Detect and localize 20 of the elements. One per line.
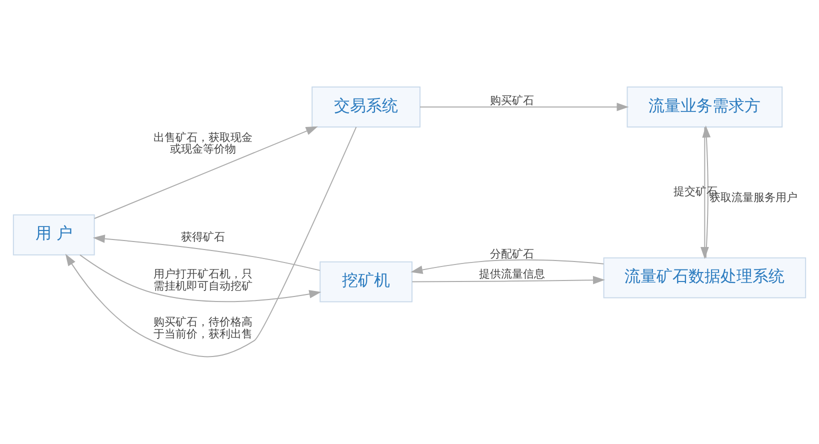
node-box: 交易系统 bbox=[312, 86, 420, 128]
edge-label: 分配矿石 bbox=[490, 248, 534, 261]
node-box: 流量矿石数据处理系统 bbox=[603, 257, 806, 298]
arrow bbox=[65, 126, 357, 358]
arrow bbox=[94, 126, 318, 219]
edge-label: 购买矿石 bbox=[490, 94, 534, 107]
arrow bbox=[412, 276, 606, 284]
node-box: 用 户 bbox=[12, 214, 95, 256]
edge-label: 获得矿石 bbox=[181, 230, 226, 244]
edge-label: 提供流量信息 bbox=[478, 268, 545, 281]
edge-label: 用户打开矿石机，只需挂机即可自动挖矿 bbox=[154, 268, 253, 293]
arrow bbox=[410, 259, 604, 274]
arrow bbox=[420, 102, 629, 112]
arrow bbox=[79, 254, 322, 302]
arrow bbox=[700, 126, 709, 260]
arrow bbox=[92, 234, 320, 271]
node-box: 挖矿机 bbox=[320, 261, 412, 302]
edge-label: 购买矿石，待价格高于当前价，获利出售 bbox=[154, 316, 253, 341]
edge-label: 出售矿石，获取现金或现金等价物 bbox=[154, 130, 253, 156]
node-box: 流量业务需求方 bbox=[626, 86, 783, 128]
